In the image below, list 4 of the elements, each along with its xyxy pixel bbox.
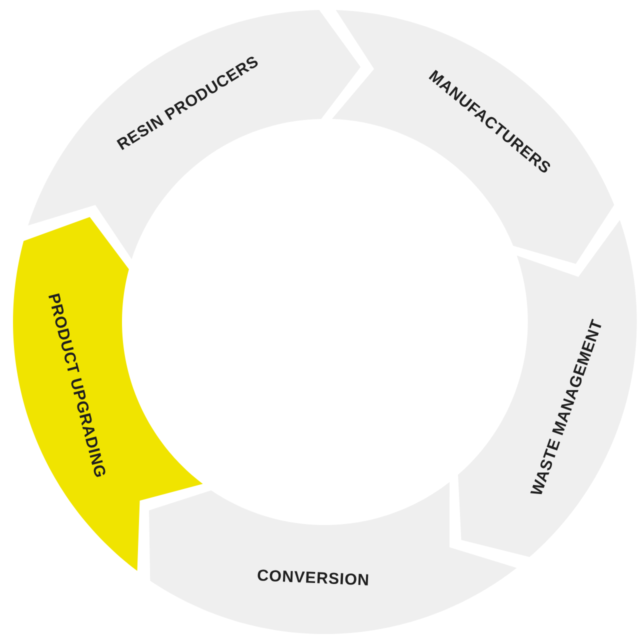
cycle-arrow-segment: [149, 482, 518, 634]
segment-label: CONVERSION: [256, 568, 370, 591]
cycle-arrow-segment: [13, 217, 203, 572]
cycle-arrow-segment: [28, 10, 361, 260]
